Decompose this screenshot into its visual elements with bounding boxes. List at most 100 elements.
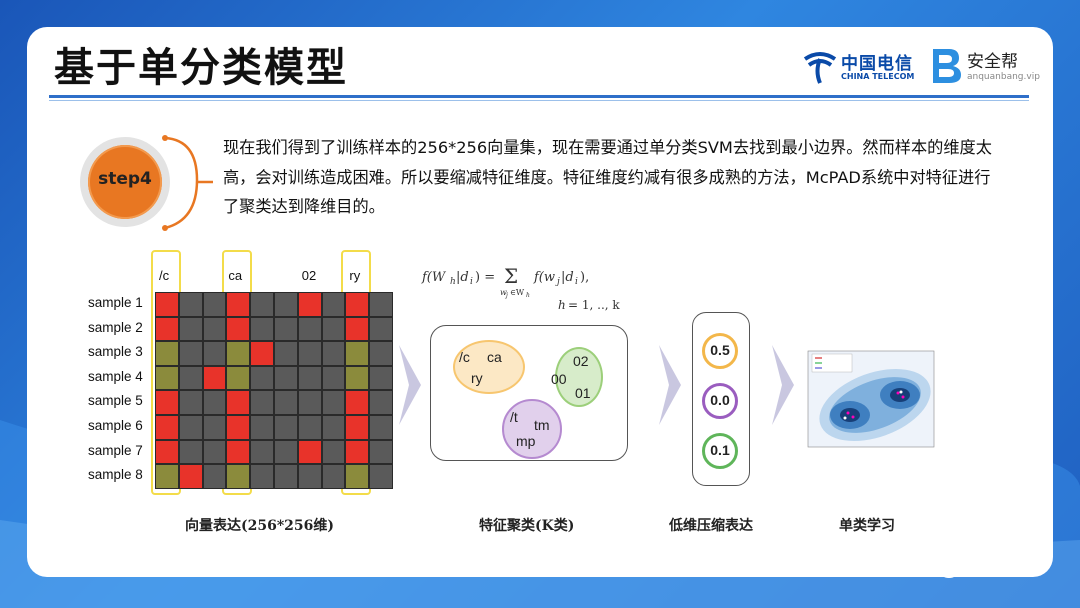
matrix-cell: [345, 415, 370, 440]
telecom-cn-label: 中国电信: [841, 54, 913, 74]
matrix-cell: [345, 390, 370, 415]
matrix-cell: [274, 292, 298, 317]
svg-text:Σ: Σ: [504, 264, 518, 288]
matrix-cell: [202, 439, 227, 465]
row-label: sample 8: [88, 467, 143, 483]
svg-text:f(W: f(W: [421, 270, 447, 285]
matrix-cell: [155, 464, 179, 489]
matrix-cell: [202, 341, 227, 366]
page-title: 基于单分类模型: [54, 45, 348, 91]
svg-text:= 1, .., k: = 1, .., k: [568, 298, 620, 312]
matrix-cell: [178, 365, 203, 391]
matrix-cell: [178, 316, 203, 342]
matrix-cell: [250, 365, 274, 391]
matrix-cell: [155, 390, 179, 415]
matrix-cell: [297, 415, 322, 440]
matrix-cell: [178, 341, 203, 366]
row-label: sample 1: [88, 295, 143, 310]
matrix-cell: [202, 415, 227, 440]
matrix-cell: [321, 390, 346, 415]
svg-text:f(w: f(w: [533, 270, 555, 285]
cluster-item: 02: [573, 353, 589, 369]
matrix-cell: [226, 390, 251, 415]
cluster-ellipse: [555, 347, 603, 407]
matrix-cell: [345, 292, 370, 317]
cluster-ellipse: [502, 399, 562, 459]
matrix-cell: [321, 415, 346, 440]
learning-caption: 单类学习: [839, 518, 895, 534]
matrix-cell: [369, 292, 393, 317]
matrix-cell: [202, 292, 227, 317]
cluster-item: 00: [551, 371, 567, 387]
compressed-value-circle: [702, 333, 738, 369]
watermark-text: 安全帮: [966, 556, 1029, 580]
svg-text:|d: |d: [456, 270, 469, 285]
matrix-cell: [345, 341, 370, 366]
matrix-cell: [202, 316, 227, 342]
compression-caption: 低维压缩表达: [669, 518, 753, 534]
slide-card: 基于单分类模型 中国电信 CHINA TELECOM 安全帮 anquanban…: [27, 27, 1053, 577]
svg-text:j: j: [504, 292, 508, 299]
matrix-cell: [369, 365, 393, 391]
anquanbang-cn-label: 安全帮: [967, 52, 1018, 72]
matrix-cell: [369, 464, 393, 489]
matrix-cell: [369, 390, 393, 415]
compressed-value-circle: [702, 383, 738, 419]
matrix-cell: [250, 464, 274, 489]
matrix-cell: [155, 415, 179, 440]
matrix-cell: [226, 464, 251, 489]
row-label: sample 2: [88, 319, 143, 335]
compressed-value: 0.5: [710, 342, 730, 358]
title-rule-thin: [49, 100, 1029, 101]
cluster-box: [430, 325, 628, 461]
matrix-cell: [321, 341, 346, 366]
matrix-cell: [297, 439, 322, 465]
matrix-caption: 向量表达(256*256维): [185, 518, 335, 534]
title-rule: [49, 95, 1029, 98]
svg-text:h: h: [450, 277, 456, 287]
svg-text:i: i: [575, 277, 578, 287]
cluster-item: 01: [575, 385, 591, 401]
matrix-cell: [369, 341, 393, 366]
anquanbang-logo: 安全帮 anquanbang.vip: [927, 43, 1040, 91]
matrix-cell: [274, 415, 298, 440]
matrix-cell: [345, 365, 370, 391]
svg-text:w: w: [500, 288, 507, 297]
matrix-cell: [297, 292, 322, 317]
matrix-cell: [274, 439, 298, 465]
matrix-cell: [226, 316, 251, 342]
matrix-cell: [202, 390, 227, 415]
matrix-cell: [155, 365, 179, 391]
matrix-cell: [274, 390, 298, 415]
compressed-value: 0.1: [710, 442, 730, 458]
cluster-item: ry: [471, 370, 483, 386]
matrix-cell: [321, 439, 346, 465]
matrix-cell: [274, 316, 298, 342]
matrix-cell: [202, 464, 227, 489]
svg-text:h: h: [558, 298, 566, 312]
matrix-cell: [297, 341, 322, 366]
matrix-cell: [345, 439, 370, 465]
cluster-item: mp: [516, 433, 536, 449]
matrix-cell: [250, 390, 274, 415]
row-label: sample 6: [88, 418, 143, 433]
cluster-ellipse: [453, 340, 525, 394]
matrix-cell: [155, 292, 179, 317]
anquanbang-b-icon: [933, 49, 961, 83]
step-connector: [162, 135, 213, 231]
matrix-cell: [226, 365, 251, 391]
cluster-item: tm: [534, 417, 550, 433]
arrow-icon: [659, 345, 681, 425]
matrix-cell: [250, 292, 274, 317]
svg-text:i: i: [470, 277, 473, 287]
matrix-cell: [178, 292, 203, 317]
anquanbang-en-label: anquanbang.vip: [967, 72, 1040, 82]
matrix-cell: [369, 439, 393, 465]
matrix-cell: [250, 341, 274, 366]
matrix-cell: [250, 316, 274, 342]
watermark: 安全帮: [928, 546, 1058, 586]
matrix-cell: [202, 365, 227, 391]
matrix-cell: [226, 415, 251, 440]
matrix-cell: [155, 316, 179, 342]
wechat-icon: [928, 554, 959, 578]
